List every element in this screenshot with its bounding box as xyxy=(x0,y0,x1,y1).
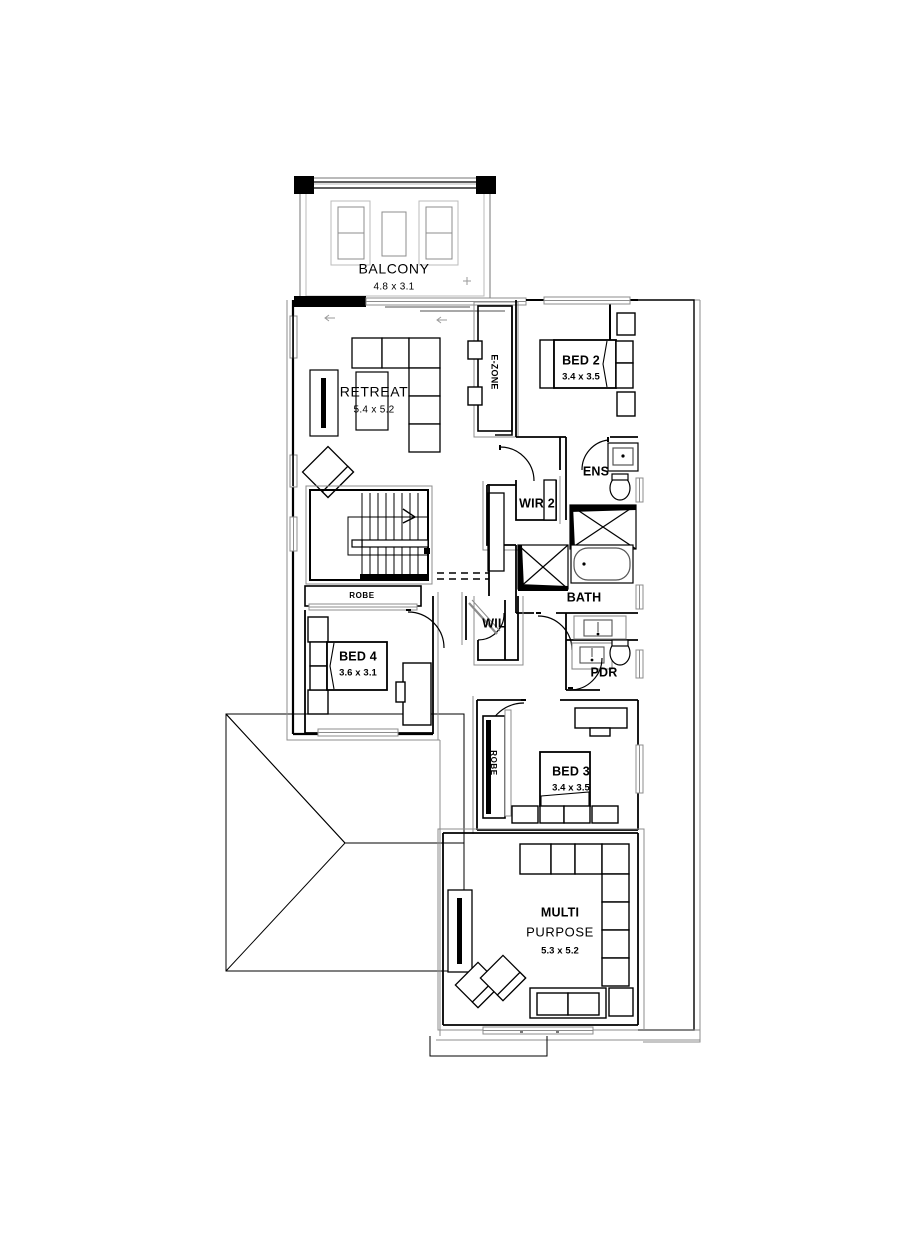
dim-bed-2: 3.4 x 3.5 xyxy=(562,372,600,383)
retreat-coffee-table xyxy=(355,371,389,431)
retreat-media-unit xyxy=(309,369,339,437)
robe-bed3 xyxy=(482,709,512,819)
label-wil: WIL xyxy=(482,616,506,630)
e-zone-thin-outline xyxy=(473,301,519,438)
balcony-post-left xyxy=(294,176,314,194)
ens-door-swing[interactable] xyxy=(581,437,609,471)
multipurpose-armchairs xyxy=(454,954,527,1009)
dim-multi: 5.3 x 5.2 xyxy=(541,946,579,957)
sliding-door-retreat[interactable] xyxy=(294,296,527,324)
bed-4-furniture xyxy=(307,616,388,715)
e-zone-walls xyxy=(477,305,513,436)
dim-retreat: 5.4 x 5.2 xyxy=(353,405,394,416)
hall-dashed-line xyxy=(437,572,489,580)
label-multi-line2: PURPOSE xyxy=(526,924,594,939)
retreat-sofa xyxy=(351,337,441,453)
pdr-door-swing[interactable] xyxy=(568,657,603,691)
lower-terrace-thin xyxy=(643,1029,701,1043)
wir2-shelf-right xyxy=(543,479,557,521)
wil-door-swing[interactable] xyxy=(468,599,505,641)
bath-walls xyxy=(515,545,638,614)
lower-terrace xyxy=(429,1036,548,1057)
slide-direction-arrow xyxy=(324,314,447,324)
staircase xyxy=(347,493,430,579)
balcony-post-right xyxy=(476,176,496,194)
label-bed-3: BED 3 xyxy=(552,764,590,778)
window-bath xyxy=(635,584,644,610)
e-zone-chairs xyxy=(467,340,483,406)
bed-2-furniture xyxy=(539,312,636,417)
bed-2-walls xyxy=(515,300,638,438)
dim-balcony: 4.8 x 3.1 xyxy=(373,282,414,293)
wir2-robe-shelf xyxy=(487,492,505,572)
label-ens: ENS xyxy=(583,464,609,478)
shower-ens xyxy=(569,504,637,550)
window-bed4-bottom xyxy=(317,728,399,737)
multipurpose-media-unit xyxy=(447,889,473,973)
ens-walls xyxy=(559,436,567,520)
label-e-zone: E-ZONE xyxy=(490,354,500,389)
label-balcony: BALCONY xyxy=(358,261,429,277)
window-bed2-top xyxy=(543,296,631,305)
toilet-ens xyxy=(609,473,631,501)
label-wir-2: WIR 2 xyxy=(519,496,555,510)
bed-4-desk xyxy=(395,662,432,726)
toilet-pdr xyxy=(609,639,631,666)
label-bed-2: BED 2 xyxy=(562,353,600,367)
balcony-cross-mark xyxy=(463,277,471,285)
bed-4-door-swing[interactable] xyxy=(406,609,445,649)
shower-bath xyxy=(517,544,569,591)
hall-walls xyxy=(432,484,490,734)
garage-hipped-roof xyxy=(225,713,465,972)
wir2-door-swing[interactable] xyxy=(499,445,535,482)
vanity-pdr-upper xyxy=(573,615,627,640)
label-robe-bed4: ROBE xyxy=(349,591,375,600)
label-multi: MULTI xyxy=(541,905,579,919)
window-bed3-right xyxy=(635,744,644,794)
stair-thin-outline xyxy=(305,485,433,585)
wil-thin-outline xyxy=(473,596,524,666)
dim-bed-4: 3.6 x 3.1 xyxy=(339,668,377,679)
bed-3-furniture xyxy=(511,751,619,824)
dim-bed-3: 3.4 x 3.5 xyxy=(552,783,590,794)
retreat-armchair xyxy=(301,445,355,499)
hall-thin xyxy=(437,592,463,740)
vanity-ens xyxy=(607,442,639,472)
window-ens xyxy=(635,477,644,503)
window-left-3 xyxy=(289,516,298,552)
label-bath: BATH xyxy=(567,590,602,604)
bed-3-desk xyxy=(574,707,628,737)
bed-3-walls xyxy=(476,699,639,831)
wil-walls xyxy=(477,596,519,661)
bathtub xyxy=(570,544,634,584)
window-pdr xyxy=(635,649,644,679)
multipurpose-sofa xyxy=(529,987,634,1019)
room-labels: BALCONY 4.8 x 3.1 RETREAT 5.4 x 5.2 E-ZO… xyxy=(339,261,617,957)
label-pdr: PDR xyxy=(591,665,618,679)
robe-bed4 xyxy=(304,585,422,611)
multipurpose-sectional xyxy=(519,843,630,987)
label-retreat: RETREAT xyxy=(340,384,409,400)
label-robe-bed3: ROBE xyxy=(489,750,498,776)
sliding-door-multipurpose[interactable] xyxy=(482,1026,594,1035)
label-bed-4: BED 4 xyxy=(339,649,377,663)
wir2-thin-outline xyxy=(482,476,561,551)
multi-purpose-walls xyxy=(442,832,639,1026)
